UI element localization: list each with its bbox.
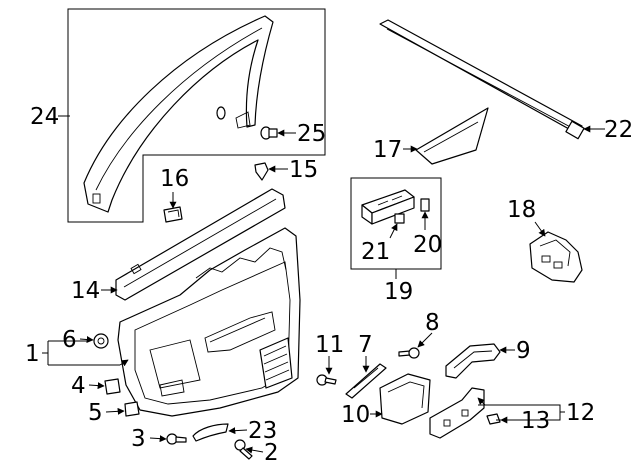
callout-13: 13 [521, 408, 550, 434]
callout-7: 7 [358, 332, 373, 358]
part-1-door-trim-panel [117, 227, 301, 417]
part-25-clip [260, 126, 278, 140]
part-16-clip [163, 206, 183, 223]
part-23-cover [192, 423, 229, 442]
part-9-inside-handle [445, 343, 501, 379]
callout-12: 12 [566, 400, 595, 426]
callout-9: 9 [516, 338, 531, 364]
callout-16: 16 [160, 166, 189, 192]
part-17-applique [415, 107, 489, 165]
part-15-push-pin [254, 162, 269, 181]
part-21-switch-clip [394, 213, 405, 224]
callout-22: 22 [604, 117, 633, 143]
part-20-switch-bezel [420, 198, 430, 212]
part-10-handle-housing [379, 373, 431, 425]
callout-8: 8 [425, 310, 440, 336]
callout-17: 17 [373, 137, 402, 163]
callout-19: 19 [384, 279, 413, 305]
callout-15: 15 [289, 157, 318, 183]
part-18-lock-actuator [529, 231, 583, 283]
inset-box-24 [67, 8, 326, 223]
callout-4: 4 [71, 373, 86, 399]
callout-2: 2 [264, 440, 279, 466]
part-19-window-switch [361, 189, 415, 225]
part-3-screw [166, 433, 187, 445]
callout-20: 20 [413, 232, 442, 258]
callout-1: 1 [25, 341, 40, 367]
part-22-belt-weatherstrip [379, 19, 585, 140]
callout-24: 24 [30, 104, 59, 130]
part-13-clip [486, 413, 501, 425]
callout-10: 10 [341, 402, 370, 428]
callout-6: 6 [62, 327, 77, 353]
part-8-bolt [398, 347, 420, 359]
part-14-upper-trim [115, 188, 286, 301]
callout-labels: 24 25 22 17 15 16 14 18 20 21 19 1 6 4 5… [25, 104, 633, 466]
part-6-nut [93, 333, 109, 349]
part-5-clip [124, 401, 140, 417]
callout-25: 25 [297, 121, 326, 147]
part-11-bolt [316, 374, 337, 386]
callout-14: 14 [71, 278, 100, 304]
leader-lines [42, 115, 605, 454]
callout-21: 21 [361, 239, 390, 265]
callout-5: 5 [88, 400, 103, 426]
callout-18: 18 [507, 197, 536, 223]
callout-3: 3 [131, 426, 146, 452]
part-4-clip [104, 378, 121, 395]
callout-11: 11 [315, 332, 344, 358]
part-7-bracket [345, 363, 387, 399]
part-24-door-frame-molding [83, 15, 274, 213]
callout-23: 23 [248, 418, 277, 444]
part-12-bracket [429, 387, 485, 439]
